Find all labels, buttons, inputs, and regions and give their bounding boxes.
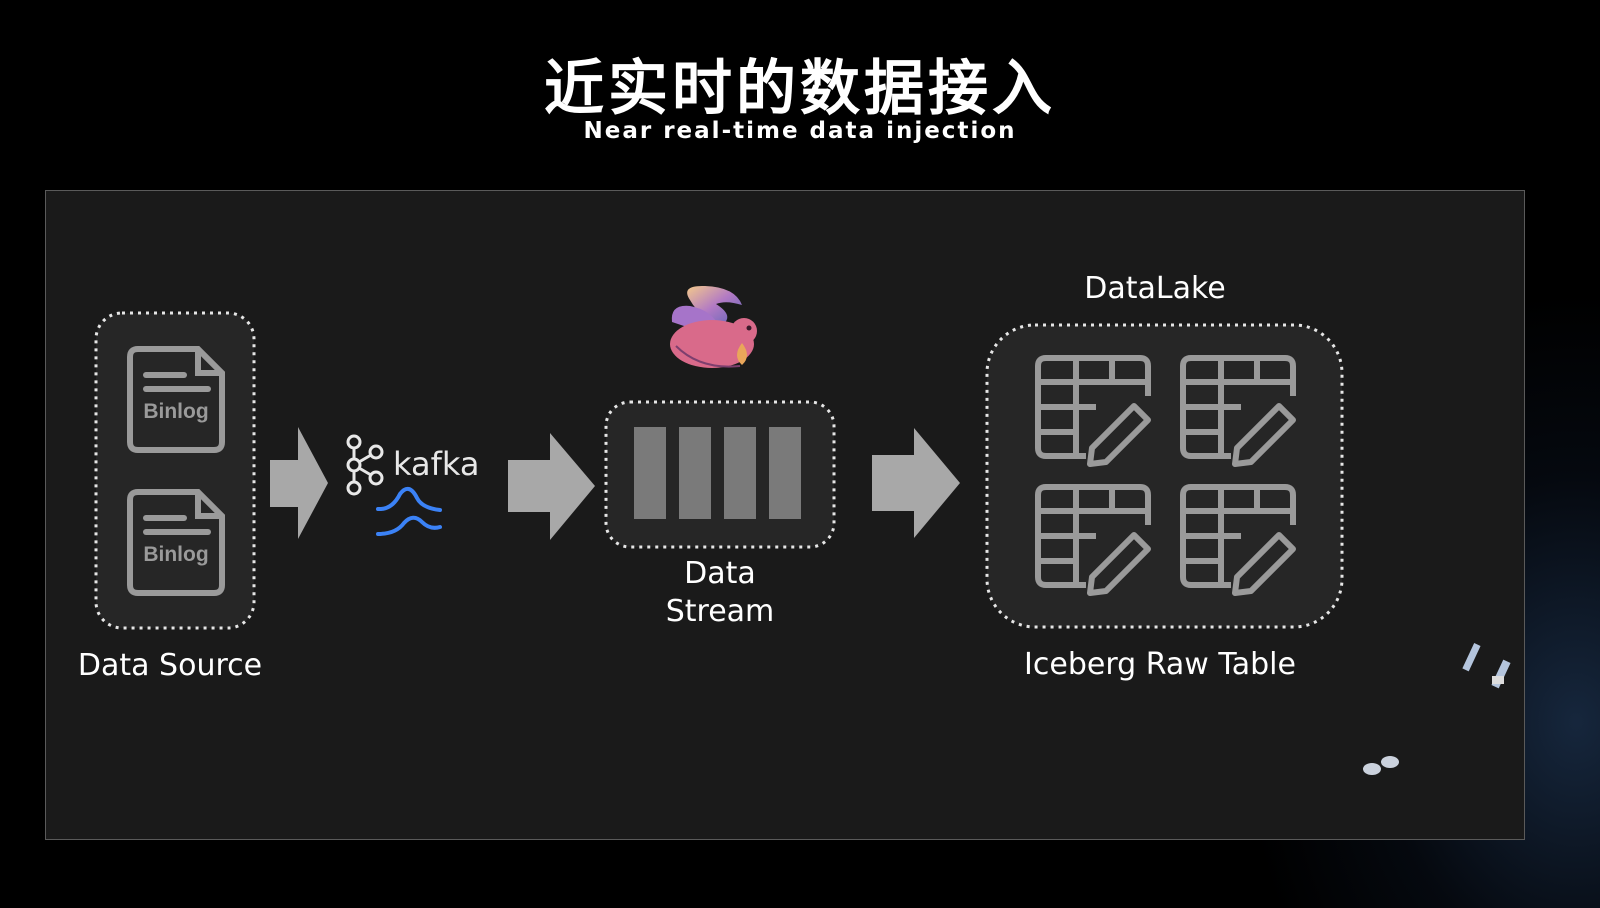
satellite-decoration: [1363, 643, 1511, 775]
binlog-file-icon: Binlog: [127, 346, 225, 453]
table-edit-icon: [1180, 484, 1296, 596]
datalake-label: DataLake: [1084, 271, 1226, 306]
data-stream-box: [604, 400, 836, 549]
flink-logo: [670, 285, 757, 368]
stream-bar: [724, 427, 756, 519]
page-title: 近实时的数据接入: [544, 54, 1056, 124]
arrow-right-icon: [508, 433, 595, 540]
kafka-wordmark: kafka: [393, 445, 479, 483]
table-edit-icon: [1035, 355, 1151, 467]
binlog-label: Binlog: [143, 400, 208, 423]
arrow-right-icon: [872, 428, 960, 538]
data-stream-label-line1: Data: [684, 556, 756, 591]
stream-bar: [679, 427, 711, 519]
kafka-stream-icon: [376, 486, 442, 536]
diagram-canvas: Binlog Binlog kafka: [94, 285, 1511, 775]
table-edit-icon: [1180, 355, 1296, 467]
kafka-logo: [346, 434, 384, 496]
data-source-label: Data Source: [77, 648, 263, 683]
data-stream-label-line2: Stream: [665, 594, 775, 629]
stream-bar: [634, 427, 666, 519]
page-subtitle: Near real-time data injection: [583, 118, 1017, 144]
iceberg-table-label: Iceberg Raw Table: [1024, 647, 1296, 682]
binlog-label: Binlog: [143, 543, 208, 566]
table-edit-icon: [1035, 484, 1151, 596]
stream-bar: [769, 427, 801, 519]
binlog-file-icon: Binlog: [127, 489, 225, 596]
data-source-box: [94, 311, 256, 630]
arrow-right-icon: [270, 427, 328, 539]
